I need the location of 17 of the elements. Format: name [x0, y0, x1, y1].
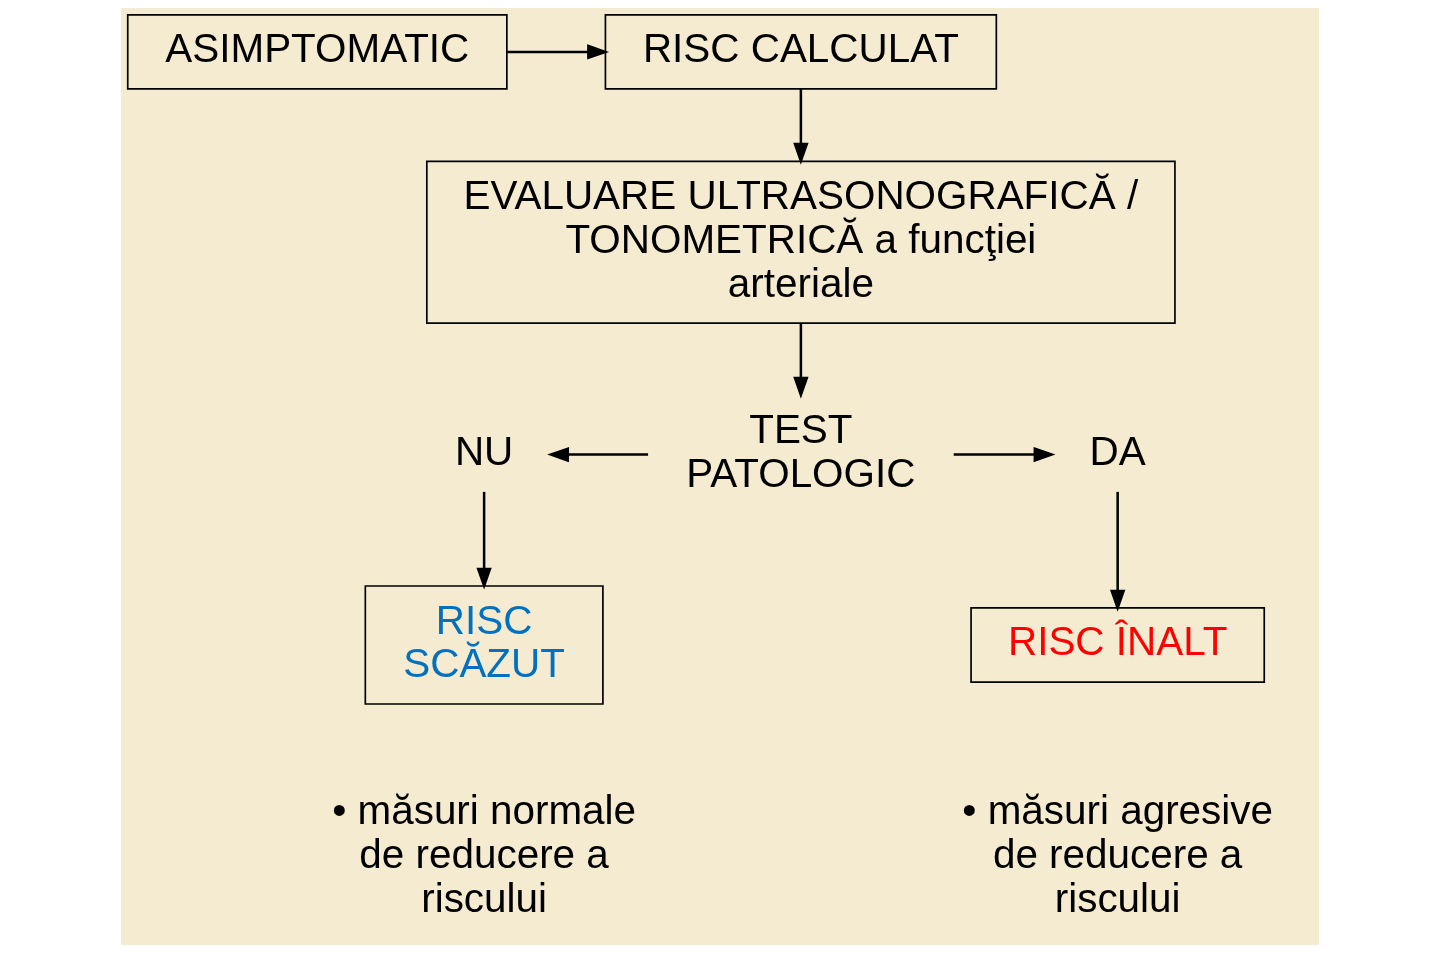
node-box: EVALUARE ULTRASONOGRAFICĂ / TONOMETRICĂ a funcţiei arteriale [425, 160, 1176, 324]
node-text: DA [1089, 428, 1146, 475]
arrow [475, 491, 492, 590]
arrow [1109, 491, 1125, 612]
arrow [546, 446, 648, 463]
node-box: RISC ÎNALT [969, 607, 1265, 683]
arrow [792, 89, 809, 165]
node-box: RISC CALCULAT [604, 14, 997, 90]
node-text: TEST PATOLOGIC [685, 406, 915, 496]
node-text: NU [454, 428, 513, 475]
node-label: • măsuri agresive de reducere a riscului [961, 786, 1273, 921]
arrow [506, 44, 609, 60]
arrow [792, 323, 809, 399]
node-label: • măsuri normale de reducere a riscului [331, 786, 636, 921]
node-box: RISC SCĂZUT [364, 585, 604, 705]
arrow [953, 446, 1055, 463]
node-box: ASIMPTOMATIC [126, 14, 508, 90]
